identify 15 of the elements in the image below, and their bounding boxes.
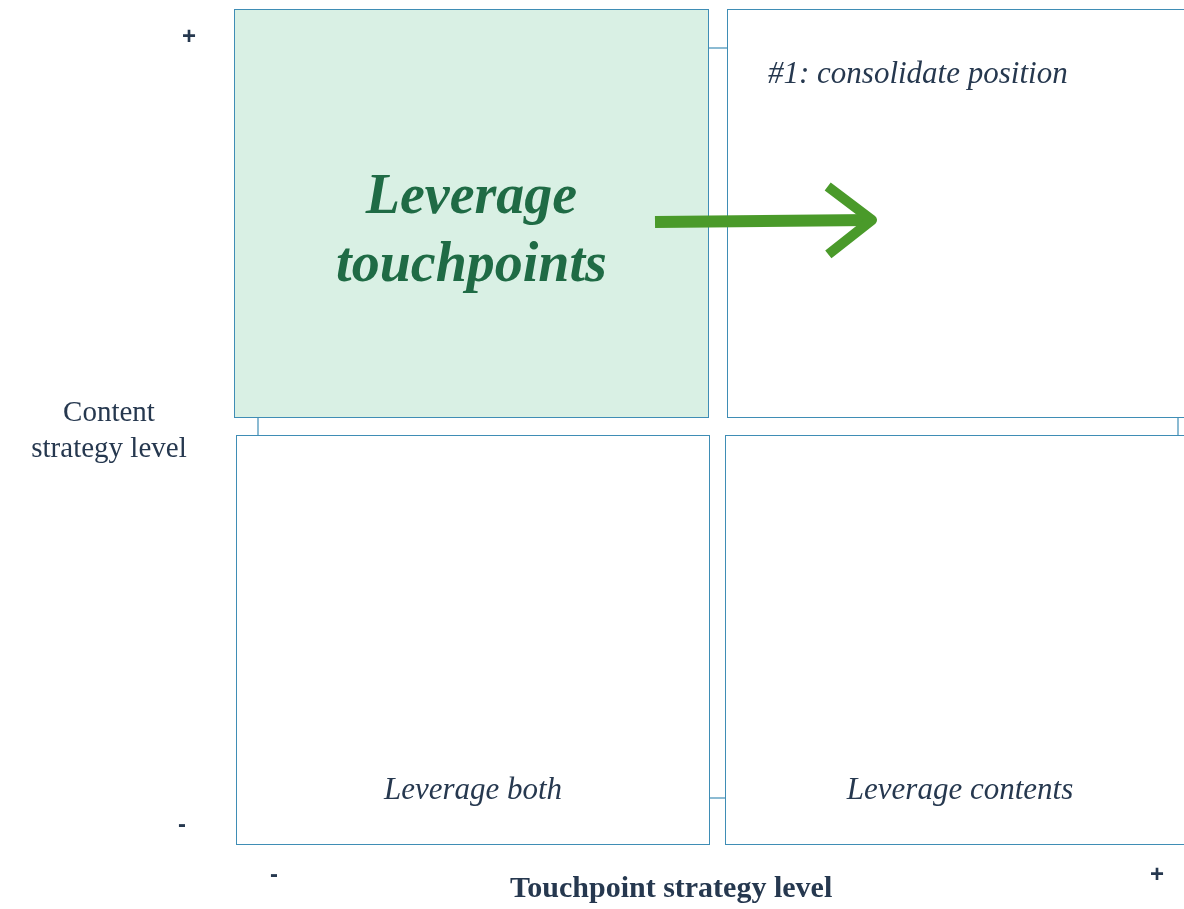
axis-sign: +: [1150, 860, 1164, 888]
arrow: [654, 181, 877, 260]
axis-title: Content strategy level: [30, 394, 188, 465]
quadrant-label: #1: consolidate position: [768, 55, 1068, 91]
axis-sign: -: [270, 860, 278, 888]
quadrant-box: [727, 9, 1184, 418]
axis-sign: +: [182, 22, 196, 50]
axis-sign: -: [178, 810, 186, 838]
quadrant-heading: Leverage touchpoints: [335, 162, 608, 295]
highlighted-quadrant: [234, 9, 709, 418]
quadrant-label: Leverage contents: [845, 771, 1075, 807]
axis-title: Touchpoint strategy level: [510, 870, 833, 904]
quadrant-box: [725, 435, 1184, 845]
quadrant-box: [236, 435, 710, 845]
quadrant-label: Leverage both: [382, 771, 564, 807]
